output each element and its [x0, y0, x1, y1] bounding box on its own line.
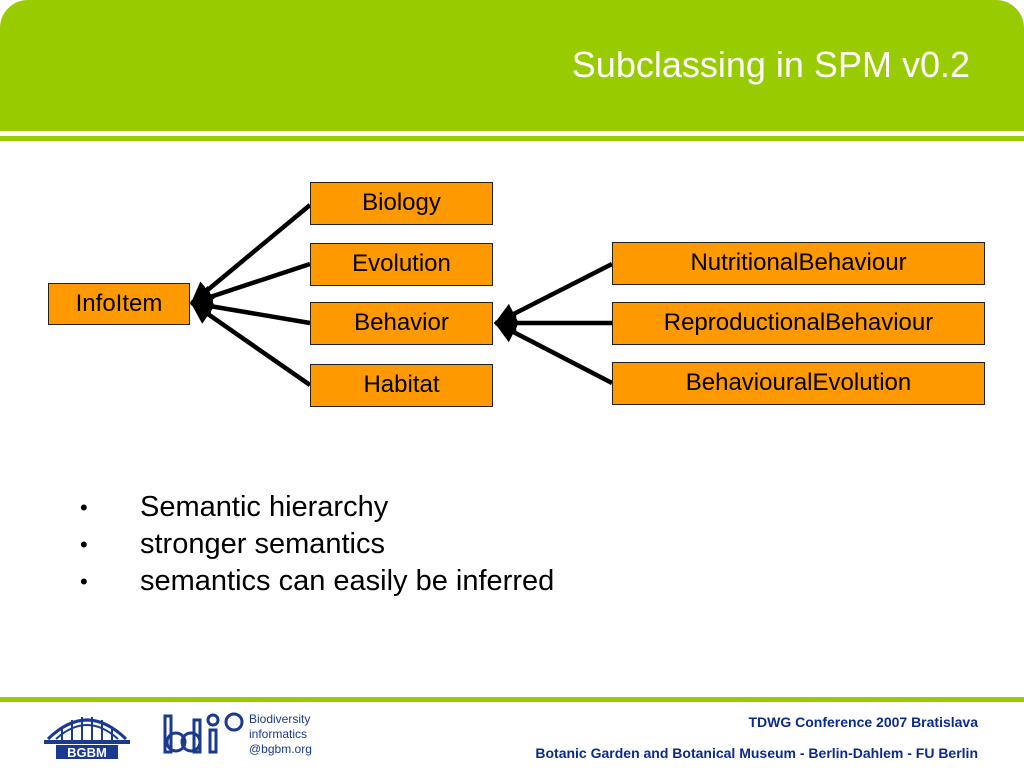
header-divider: [0, 136, 1024, 141]
footer-divider: [0, 697, 1024, 702]
bullet-item: • Semantic hierarchy: [80, 489, 554, 526]
bdi-logo-line: Biodiversity: [249, 712, 311, 726]
bullet-list: • Semantic hierarchy • stronger semantic…: [80, 489, 554, 600]
footer-institution: Botanic Garden and Botanical Museum - Be…: [535, 745, 978, 761]
bdi-logo-text: Biodiversity informatics @bgbm.org: [249, 712, 312, 757]
node-behavioural-evolution: BehaviouralEvolution: [612, 362, 985, 405]
edge-nutritional-behavior: [493, 261, 614, 326]
footer-conference: TDWG Conference 2007 Bratislava: [748, 714, 978, 730]
bdi-logo-line: informatics: [249, 727, 308, 741]
node-habitat: Habitat: [310, 364, 493, 407]
bullet-marker: •: [80, 494, 88, 520]
header-bar: [0, 0, 1024, 131]
bullet-item: • semantics can easily be inferred: [80, 563, 554, 600]
node-biology: Biology: [310, 182, 493, 225]
node-behavior: Behavior: [310, 302, 493, 345]
bdi-logo-line: @bgbm.org: [249, 742, 312, 756]
bullet-text: stronger semantics: [140, 528, 385, 560]
slide-title: Subclassing in SPM v0.2: [571, 44, 970, 85]
node-reproductional-behaviour: ReproductionalBehaviour: [612, 302, 985, 345]
node-infoitem: InfoItem: [48, 283, 190, 325]
edge-biology-infoitem: [190, 203, 312, 305]
bullet-marker: •: [80, 531, 88, 557]
edge-habitat-infoitem: [190, 301, 312, 387]
bdi-logo: [163, 712, 244, 754]
bullet-text: semantics can easily be inferred: [140, 565, 555, 597]
bgbm-logo: BGBM: [44, 717, 130, 760]
node-nutritional-behaviour: NutritionalBehaviour: [612, 242, 985, 285]
bullet-text: Semantic hierarchy: [140, 491, 389, 523]
bullet-item: • stronger semantics: [80, 526, 554, 563]
edge-evolution-infoitem: [189, 261, 311, 308]
node-evolution: Evolution: [310, 243, 493, 286]
bullet-marker: •: [80, 568, 88, 594]
edge-behavioural-evolution-behavior: [494, 321, 614, 385]
bgbm-logo-text: BGBM: [67, 745, 107, 760]
